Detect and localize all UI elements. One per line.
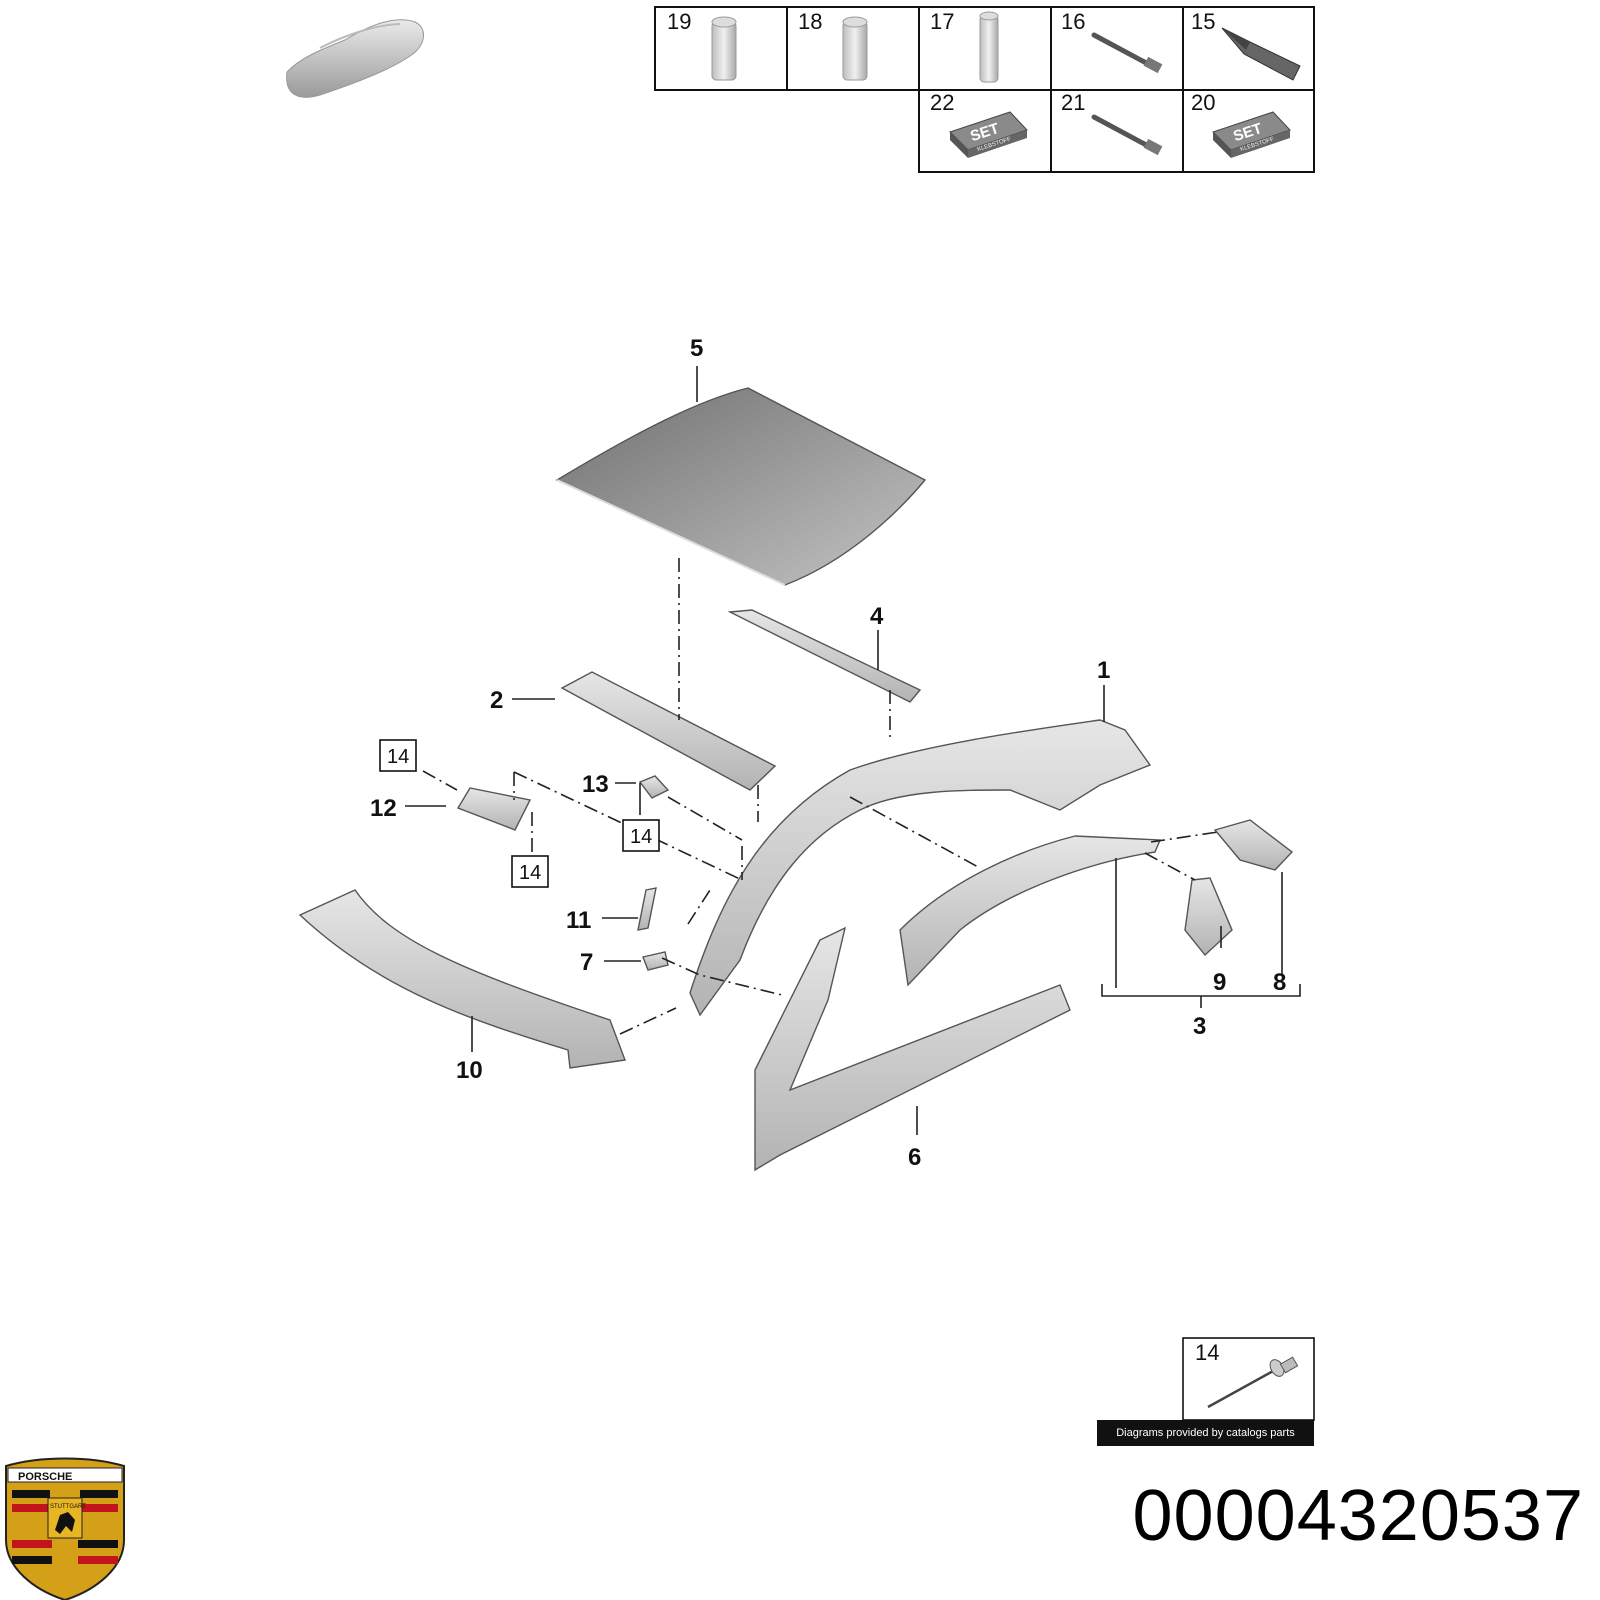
thumb-number: 21 bbox=[1061, 90, 1085, 115]
thumb-16[interactable]: 16 bbox=[1061, 9, 1163, 74]
part-9-reinforcement[interactable] bbox=[1184, 877, 1233, 957]
part-13-clip[interactable] bbox=[638, 775, 670, 799]
thumb-number: 20 bbox=[1191, 90, 1215, 115]
adhesive-set-box-icon: SET KLEBSTOFF bbox=[1212, 111, 1291, 158]
leader-lines bbox=[405, 366, 1301, 1135]
part-7-clip[interactable] bbox=[642, 951, 669, 971]
assembly-lines bbox=[422, 558, 1219, 1035]
sleeve-cylinder-icon bbox=[711, 16, 737, 81]
callout-7[interactable]: 7 bbox=[580, 949, 593, 976]
callout-6[interactable]: 6 bbox=[908, 1144, 921, 1171]
part-11-bracket[interactable] bbox=[637, 887, 657, 931]
ref-box-14-a[interactable]: 14 bbox=[379, 739, 417, 772]
thumb-number: 22 bbox=[930, 90, 954, 115]
legend-number: 14 bbox=[1195, 1340, 1219, 1365]
thumb-19[interactable]: 19 bbox=[667, 9, 737, 81]
thumb-number: 16 bbox=[1061, 9, 1085, 34]
part-6-rocker-a-pillar[interactable] bbox=[754, 926, 1071, 1172]
rivet-icon bbox=[1207, 1356, 1299, 1409]
thumb-21[interactable]: 21 bbox=[1061, 90, 1163, 156]
porsche-crest-logo: PORSCHE STUTTGART bbox=[5, 1457, 125, 1600]
callout-12[interactable]: 12 bbox=[370, 795, 397, 822]
thumb-18[interactable]: 18 bbox=[798, 9, 868, 81]
credit-banner: Diagrams provided by catalogs parts bbox=[1097, 1420, 1314, 1446]
callout-8[interactable]: 8 bbox=[1273, 969, 1286, 996]
part-12-bracket[interactable] bbox=[456, 787, 532, 831]
sleeve-cylinder-icon bbox=[842, 16, 868, 81]
pin-rod-icon bbox=[1091, 32, 1163, 74]
part-10-windshield-frame[interactable] bbox=[298, 889, 626, 1069]
thumb-22[interactable]: 22 SET KLEBSTOFF bbox=[930, 90, 1028, 158]
adhesive-set-box-icon: SET KLEBSTOFF bbox=[949, 111, 1028, 158]
callout-10[interactable]: 10 bbox=[456, 1057, 483, 1084]
callout-5[interactable]: 5 bbox=[690, 335, 703, 362]
sealant-tube-icon bbox=[1221, 27, 1301, 81]
thumb-17[interactable]: 17 bbox=[930, 9, 999, 83]
callout-3[interactable]: 3 bbox=[1193, 1013, 1206, 1040]
ref-box-14-c[interactable]: 14 bbox=[511, 855, 549, 888]
callout-13[interactable]: 13 bbox=[582, 771, 609, 798]
thumb-number: 18 bbox=[798, 9, 822, 34]
horse-icon bbox=[55, 1512, 75, 1534]
pin-rod-icon bbox=[1091, 114, 1163, 156]
crest-brand-text: PORSCHE bbox=[18, 1471, 72, 1483]
callout-9[interactable]: 9 bbox=[1213, 969, 1226, 996]
ref-box-label: 14 bbox=[519, 862, 541, 884]
ref-box-label: 14 bbox=[387, 746, 409, 768]
part-1-side-frame-upper[interactable] bbox=[689, 719, 1152, 1017]
ref-box-14-b[interactable]: 14 bbox=[622, 819, 660, 852]
part-5-roof-panel[interactable] bbox=[555, 387, 927, 586]
callout-2[interactable]: 2 bbox=[490, 687, 503, 714]
ref-box-label: 14 bbox=[630, 826, 652, 848]
callout-11[interactable]: 11 bbox=[566, 907, 591, 934]
accessory-grid bbox=[654, 6, 1315, 173]
part-3-rear-wheel-arch[interactable] bbox=[899, 835, 1162, 987]
part-2-roof-bow[interactable] bbox=[560, 671, 777, 791]
car-silhouette-icon bbox=[286, 19, 424, 98]
thumb-15[interactable]: 15 bbox=[1191, 9, 1301, 81]
crest-city-text: STUTTGART bbox=[50, 1504, 86, 1510]
thumb-number: 19 bbox=[667, 9, 691, 34]
tall-cylinder-icon bbox=[979, 11, 999, 83]
thumb-number: 17 bbox=[930, 9, 954, 34]
catalog-number: 00004320537 bbox=[1132, 1476, 1584, 1556]
thumb-number: 15 bbox=[1191, 9, 1215, 34]
part-4-roof-rail-strip[interactable] bbox=[727, 609, 922, 703]
callout-1[interactable]: 1 bbox=[1097, 657, 1110, 684]
callout-4[interactable]: 4 bbox=[870, 603, 884, 630]
part-8-quarter-bracket[interactable] bbox=[1213, 819, 1294, 871]
legend-box-14[interactable]: 14 bbox=[1182, 1337, 1315, 1421]
callout-labels: 1 2 3 4 5 6 7 8 9 10 11 12 13 bbox=[370, 335, 1286, 1171]
thumb-20[interactable]: 20 SET KLEBSTOFF bbox=[1191, 90, 1291, 158]
